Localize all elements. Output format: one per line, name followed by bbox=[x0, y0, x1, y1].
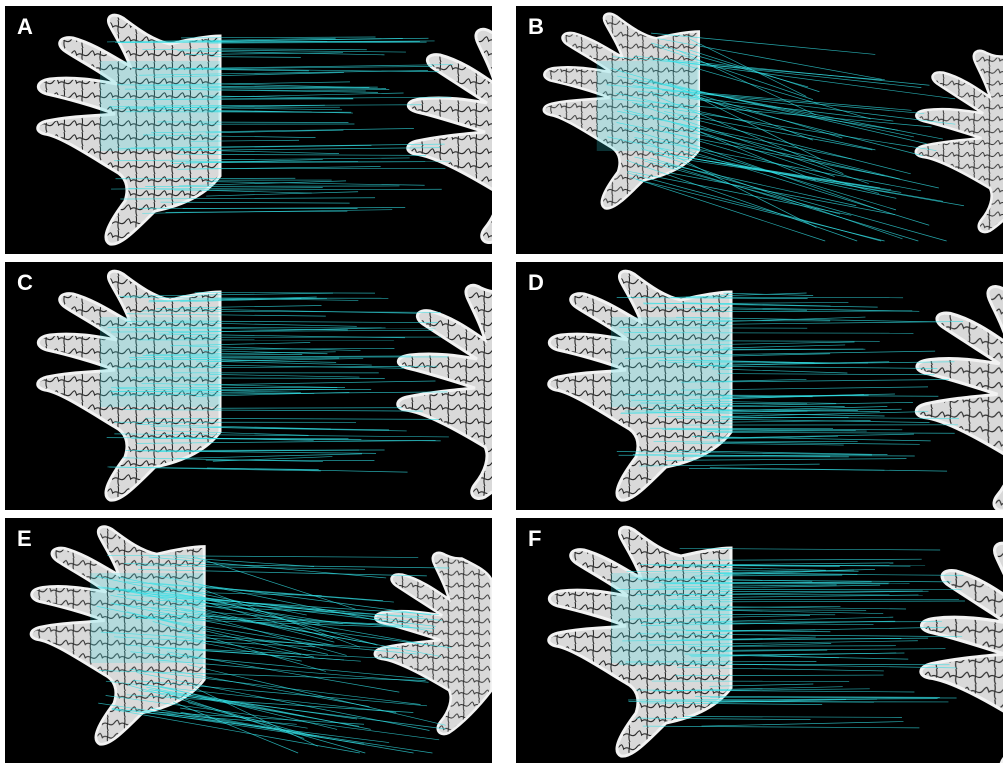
right-hand-image bbox=[921, 543, 1003, 763]
panel-label-a: A bbox=[17, 14, 33, 40]
match-highlight bbox=[90, 573, 204, 663]
right-hand-image bbox=[375, 553, 492, 734]
panel-b: B bbox=[516, 6, 1003, 254]
panel-e: E bbox=[5, 518, 492, 763]
match-highlight bbox=[611, 317, 731, 407]
panel-label-d: D bbox=[528, 270, 544, 296]
panel-label-e: E bbox=[17, 526, 32, 552]
panel-label-c: C bbox=[17, 270, 33, 296]
hand-match-image bbox=[5, 6, 492, 254]
hand-match-image bbox=[5, 518, 492, 763]
panel-c: C bbox=[5, 262, 492, 510]
panel-d: D bbox=[516, 262, 1003, 510]
hand-match-image bbox=[5, 262, 492, 510]
hand-match-image bbox=[516, 518, 1003, 763]
match-highlight bbox=[100, 317, 220, 407]
panel-label-b: B bbox=[528, 14, 544, 40]
panel-label-f: F bbox=[528, 526, 541, 552]
match-highlight bbox=[611, 573, 731, 663]
hand-match-image bbox=[516, 6, 1003, 254]
match-highlight bbox=[100, 61, 220, 151]
panel-f: F bbox=[516, 518, 1003, 763]
right-hand-image bbox=[916, 287, 1003, 510]
hand-match-image bbox=[516, 262, 1003, 510]
match-highlight bbox=[597, 61, 699, 151]
right-hand-image bbox=[408, 29, 492, 242]
panel-a: A bbox=[5, 6, 492, 254]
